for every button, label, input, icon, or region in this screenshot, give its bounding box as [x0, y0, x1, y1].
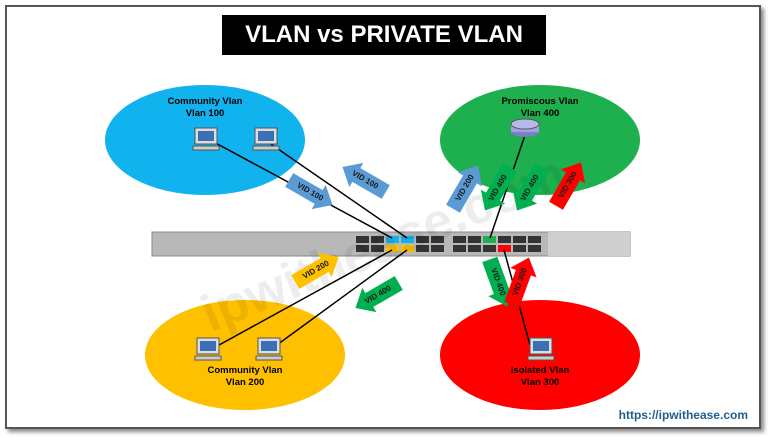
- switch-port: [483, 245, 496, 252]
- switch-port: [528, 245, 541, 252]
- vid-arrow: VID 300: [504, 257, 537, 308]
- cable: [264, 139, 408, 239]
- cable: [269, 249, 408, 351]
- switch-port: [371, 236, 384, 243]
- pc-icon: [255, 337, 283, 361]
- vlan-ellipse: [440, 300, 640, 410]
- switch-port: [431, 245, 444, 252]
- vlan-id: Vlan 300: [521, 377, 560, 388]
- vlan-name: Community Vlan: [208, 365, 283, 376]
- vlan-id: Vlan 100: [186, 108, 225, 119]
- pc-icon: [194, 337, 222, 361]
- vid-arrow: VID 400: [482, 256, 515, 307]
- vlan-ellipse: [145, 300, 345, 410]
- vlan-id: Vlan 400: [521, 108, 560, 119]
- switch-port: [431, 236, 444, 243]
- vlan-name: Community Vlan: [168, 96, 243, 107]
- switch-port: [528, 236, 541, 243]
- router-icon: [510, 118, 540, 137]
- switch-port: [453, 236, 466, 243]
- switch-port: [468, 245, 481, 252]
- vlan-id: Vlan 200: [226, 377, 265, 388]
- switch-port: [498, 236, 511, 243]
- switch-port: [416, 236, 429, 243]
- page-title: VLAN vs PRIVATE VLAN: [222, 15, 546, 55]
- switch-port: [356, 236, 369, 243]
- switch-port: [356, 245, 369, 252]
- cable: [209, 249, 393, 351]
- switch-port: [513, 236, 526, 243]
- switch: [151, 231, 631, 257]
- vlan-name: Promiscous Vlan: [501, 96, 578, 107]
- vid-arrow: VID 100: [342, 162, 390, 199]
- pc-icon: [527, 337, 555, 361]
- switch-port: [513, 245, 526, 252]
- vid-arrow: VID 100: [285, 173, 333, 210]
- pc-icon: [252, 127, 280, 151]
- vlan-name: Isolated Vlan: [511, 365, 570, 376]
- switch-port: [468, 236, 481, 243]
- switch-port: [416, 245, 429, 252]
- switch-port: [453, 245, 466, 252]
- vlan-ellipse: [440, 85, 640, 195]
- site-url[interactable]: https://ipwithease.com: [618, 408, 748, 422]
- pc-icon: [192, 127, 220, 151]
- switch-port: [371, 245, 384, 252]
